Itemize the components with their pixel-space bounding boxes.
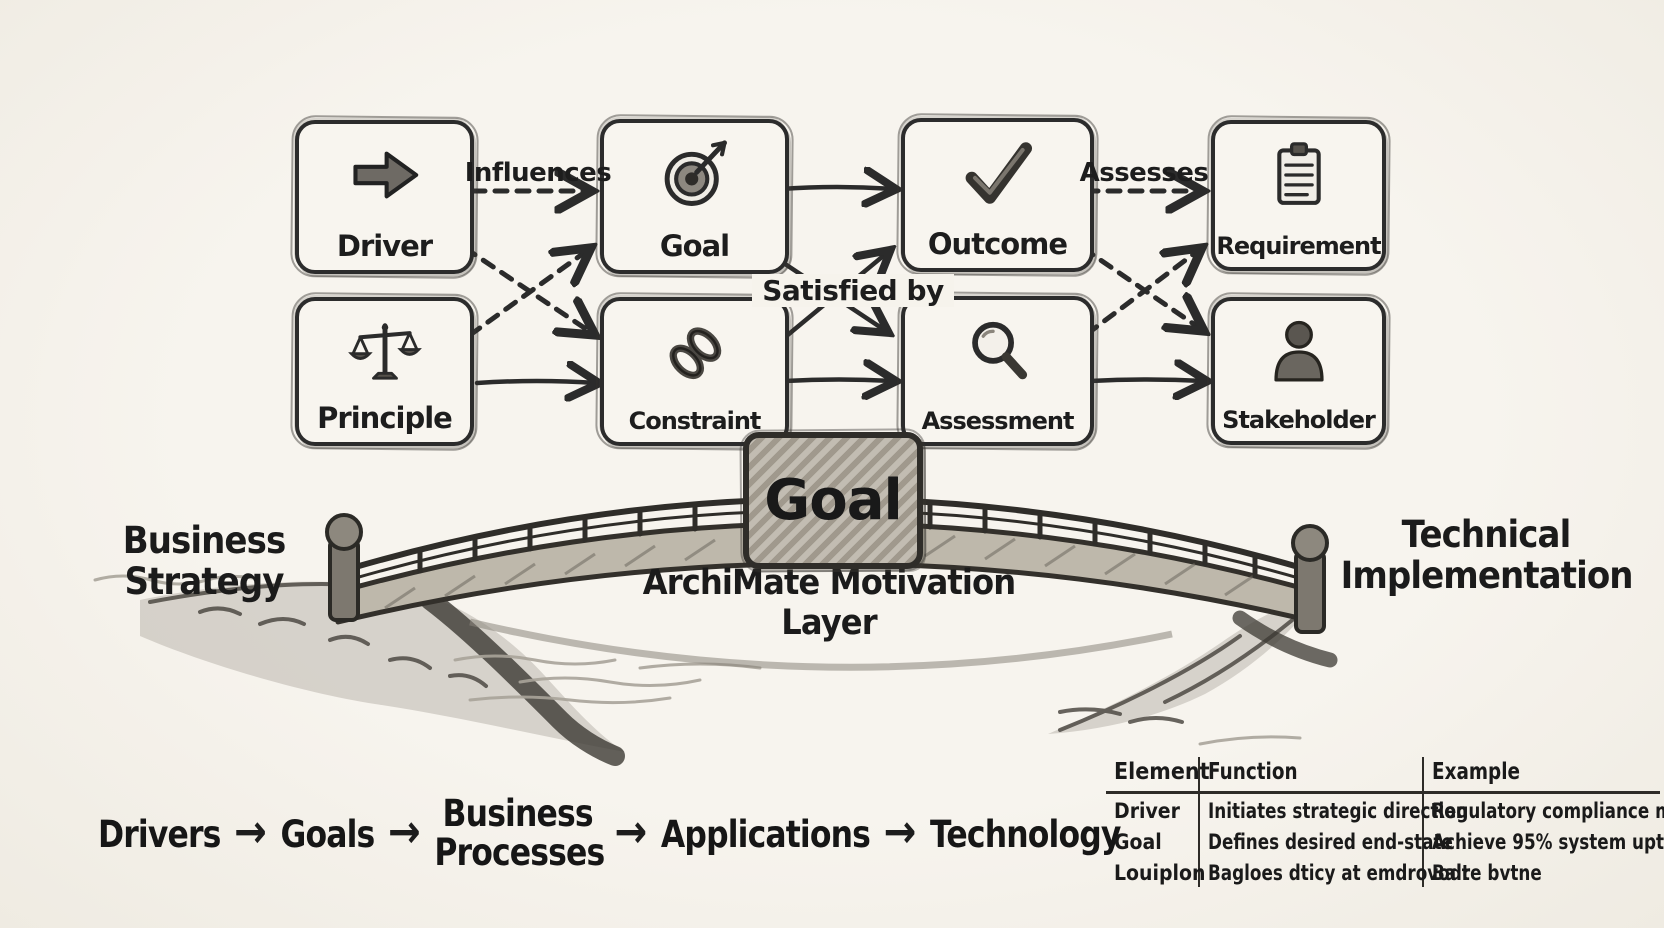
caption-line: Implementation [1340,554,1634,598]
node-assessment: Assessment [901,296,1094,446]
flow-arrow-icon: → [883,804,917,858]
table-cell: Achieve 95% system uptime [1422,825,1664,856]
table-header-example: Example [1422,757,1660,794]
caption-line: Strategy [124,560,284,604]
motivation-table: Element Function Example Driver Initiate… [1106,757,1664,887]
table-cell: Initiates strategic direction [1198,794,1468,825]
bridge-goal-label: Goal [764,468,902,533]
flow-item-goals: Goals [280,812,375,856]
chain-link-icon [669,327,721,380]
node-label: Assessment [921,407,1075,435]
flow-item-technology: Technology [930,812,1121,856]
target-icon [664,140,727,206]
bridge-title: ArchiMate Motivation Layer [642,563,1016,643]
node-label: Outcome [927,227,1068,261]
node-outcome: Outcome [901,118,1094,272]
checkmark-icon [965,142,1032,204]
edge-label-influences: Influences [464,158,612,188]
table-cell: Balre bvtne [1422,856,1660,887]
node-label: Driver [336,229,433,263]
node-stakeholder: Stakeholder [1211,297,1386,445]
node-label: Goal [659,229,730,263]
table-cell: Louiplon [1114,861,1206,885]
node-label: Constraint [628,407,762,435]
table-cell: Driver [1114,799,1180,823]
node-driver: Driver [295,120,474,274]
caption-technical-implementation: Technical Implementation [1340,513,1634,598]
arrow-principle-constraint [474,381,596,383]
arrow-assessment-requirement-dashed [1084,250,1199,337]
table-cell: Defines desired end-state [1198,825,1453,856]
arrow-constraint-assessment [782,380,893,382]
strategy-flow: Drivers → Goals → Business Processes → A… [98,788,1121,880]
arrow-right-icon [352,151,418,199]
flow-arrow-icon: → [234,804,267,858]
table-header-element: Element [1106,757,1210,794]
arrow-principle-goal-dashed [467,250,588,338]
caption-line: Technical [1401,513,1572,556]
person-icon [1273,320,1324,382]
balance-scale-icon [347,323,422,380]
node-goal: Goal [600,119,789,274]
node-constraint: Constraint [600,297,789,446]
flow-item-applications: Applications [660,812,871,856]
flow-item-business-processes: Business Processes [434,792,605,874]
arrow-goal-outcome [778,187,893,189]
flow-item-drivers: Drivers [98,812,221,856]
arrow-assessment-stakeholder [1087,380,1204,382]
node-principle: Principle [295,297,474,446]
flow-arrow-icon: → [387,804,421,858]
bridge-goal-plaque: Goal [743,432,923,569]
table-cell: Bagloes dticy at emdrovodt [1198,856,1470,887]
table-header-function: Function [1198,757,1422,794]
flow-arrow-icon: → [614,804,648,858]
node-label: Stakeholder [1222,406,1376,434]
clipboard-icon [1276,142,1321,205]
caption-line: Business [122,519,287,562]
node-requirement: Requirement [1211,120,1386,271]
table-cell: Regulatory compliance mandate [1422,794,1664,825]
node-label: Requirement [1216,232,1381,260]
node-label: Principle [317,401,453,435]
magnifying-glass-icon [971,321,1027,380]
arrow-outcome-stakeholder-dashed [1080,245,1201,329]
edge-label-satisfied-by: Satisfied by [752,274,954,307]
caption-business-strategy: Business Strategy [97,520,310,603]
edge-label-assesses: Assesses [1079,158,1209,188]
table-cell: Goal [1114,830,1162,854]
